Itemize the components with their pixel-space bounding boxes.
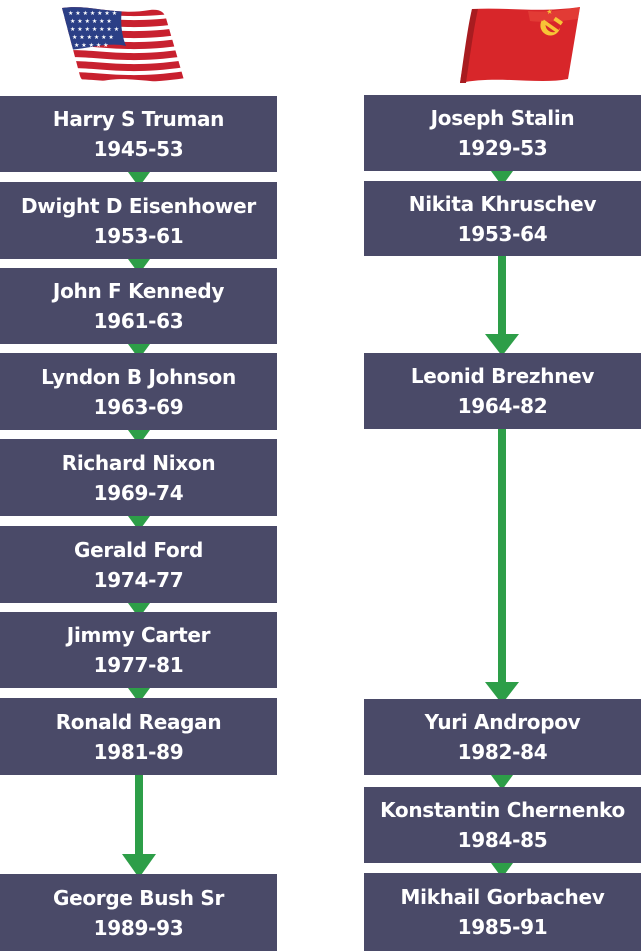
leader-box-reagan: Ronald Reagan 1981-89 [0,698,277,775]
leader-years: 1964-82 [457,394,548,418]
leader-box-truman: Harry S Truman 1945-53 [0,96,277,172]
leader-box-khruschev: Nikita Khruschev 1953-64 [364,181,641,256]
leader-box-ford: Gerald Ford 1974-77 [0,526,277,603]
leader-name: Gerald Ford [74,537,203,562]
leader-years: 1963-69 [93,394,184,419]
leader-years: 1929-53 [457,136,548,160]
arrow-us-4 [128,430,150,445]
leader-name: Konstantin Chernenko [380,798,625,822]
leader-box-chernenko: Konstantin Chernenko 1984-85 [364,787,641,863]
leader-name: Mikhail Gorbachev [400,885,605,909]
leader-name: John F Kennedy [52,279,225,303]
leader-name: Dwight D Eisenhower [21,193,256,218]
leader-box-brezhnev: Leonid Brezhnev 1964-82 [364,353,641,429]
arrow-us-6 [128,603,150,618]
leader-years: 1989-93 [93,915,184,940]
arrow-us-2 [128,259,150,274]
svg-text:★: ★ [546,8,554,17]
leader-years: 1953-61 [93,223,184,248]
leader-name: Leonid Brezhnev [410,364,595,388]
leader-years: 1945-53 [93,137,184,161]
leader-box-nixon: Richard Nixon 1969-74 [0,439,277,516]
leader-name: George Bush Sr [52,885,225,910]
leader-name: Joseph Stalin [430,106,575,130]
arrow-us-1 [128,172,150,187]
us-flag-icon: ★ ★ ★ ★ ★ ★ ★ ★ ★ ★ ★ ★ ★ ★ ★ ★ ★ ★ ★ ★ … [62,7,184,83]
leader-years: 1969-74 [93,480,184,505]
leader-name: Yuri Andropov [424,710,581,734]
arrow-us-3 [128,344,150,359]
leader-years: 1985-91 [457,915,548,939]
leader-name: Nikita Khruschev [408,191,597,216]
svg-text:★ ★ ★ ★ ★: ★ ★ ★ ★ ★ [74,42,109,49]
arrow-us-5 [128,516,150,531]
leader-name: Richard Nixon [61,450,216,475]
arrow-ussr-3-head [485,682,519,704]
svg-text:★ ★ ★ ★ ★ ★ ★: ★ ★ ★ ★ ★ ★ ★ [68,10,117,17]
arrow-ussr-2-head [485,334,519,356]
arrow-us-8-head [122,854,156,878]
leader-name: Jimmy Carter [66,623,211,647]
leader-name: Ronald Reagan [55,709,222,734]
svg-text:★ ★ ★ ★ ★ ★: ★ ★ ★ ★ ★ ★ [72,34,114,41]
leader-years: 1981-89 [93,739,184,764]
svg-text:★ ★ ★ ★ ★ ★: ★ ★ ★ ★ ★ ★ [70,18,112,25]
leader-years: 1961-63 [93,309,184,333]
arrow-ussr-5 [491,863,513,878]
soviet-flag-icon: ★ [460,7,580,83]
leader-box-bush: George Bush Sr 1989-93 [0,874,277,951]
svg-text:★ ★ ★ ★ ★ ★ ★: ★ ★ ★ ★ ★ ★ ★ [70,26,119,33]
leader-years: 1953-64 [457,221,548,246]
leader-years: 1974-77 [93,567,184,592]
leader-box-stalin: Joseph Stalin 1929-53 [364,95,641,171]
arrow-us-7 [128,688,150,703]
leader-box-kennedy: John F Kennedy 1961-63 [0,268,277,344]
leader-name: Harry S Truman [52,107,225,131]
arrow-ussr-4 [491,775,513,790]
leader-years: 1984-85 [457,828,548,852]
leader-name: Lyndon B Johnson [41,364,236,389]
leader-box-johnson: Lyndon B Johnson 1963-69 [0,353,277,430]
leader-years: 1977-81 [93,653,184,677]
leader-box-andropov: Yuri Andropov 1982-84 [364,699,641,775]
arrow-ussr-1 [491,171,513,186]
leader-box-gorbachev: Mikhail Gorbachev 1985-91 [364,873,641,951]
leader-box-eisenhower: Dwight D Eisenhower 1953-61 [0,182,277,259]
leader-years: 1982-84 [457,740,548,764]
leader-box-carter: Jimmy Carter 1977-81 [0,612,277,688]
